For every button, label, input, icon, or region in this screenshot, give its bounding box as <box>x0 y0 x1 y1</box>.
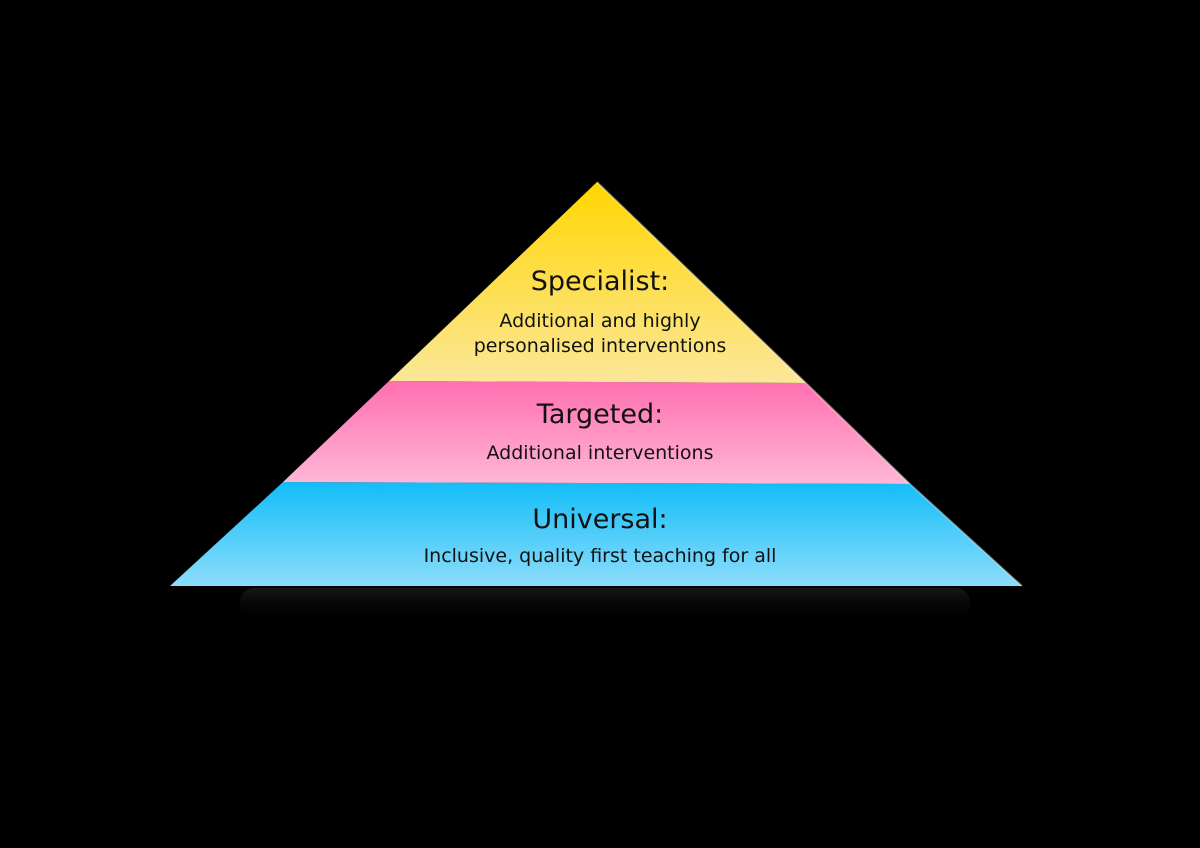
targeted-tier-shape <box>283 381 910 484</box>
specialist-description-line-1: Additional and highly <box>499 310 701 332</box>
specialist-description-line-2: personalised interventions <box>473 335 727 357</box>
specialist-tier-description: Additional and highly personalised inter… <box>0 309 1200 359</box>
pyramid-right-edge-highlight <box>596 181 1023 587</box>
universal-tier-title: Universal: <box>532 504 668 535</box>
universal-description-line-1: Inclusive, quality first teaching for al… <box>423 545 777 567</box>
targeted-description-line-1: Additional interventions <box>486 442 714 464</box>
universal-tier-description: Inclusive, quality first teaching for al… <box>0 544 1200 569</box>
pyramid-shadow <box>240 588 970 622</box>
universal-tier-shape <box>170 482 1022 586</box>
targeted-tier-title: Targeted: <box>536 399 664 430</box>
specialist-tier-shape <box>389 182 806 383</box>
targeted-tier-description: Additional interventions <box>0 441 1200 466</box>
specialist-tier-title: Specialist: <box>530 266 670 297</box>
